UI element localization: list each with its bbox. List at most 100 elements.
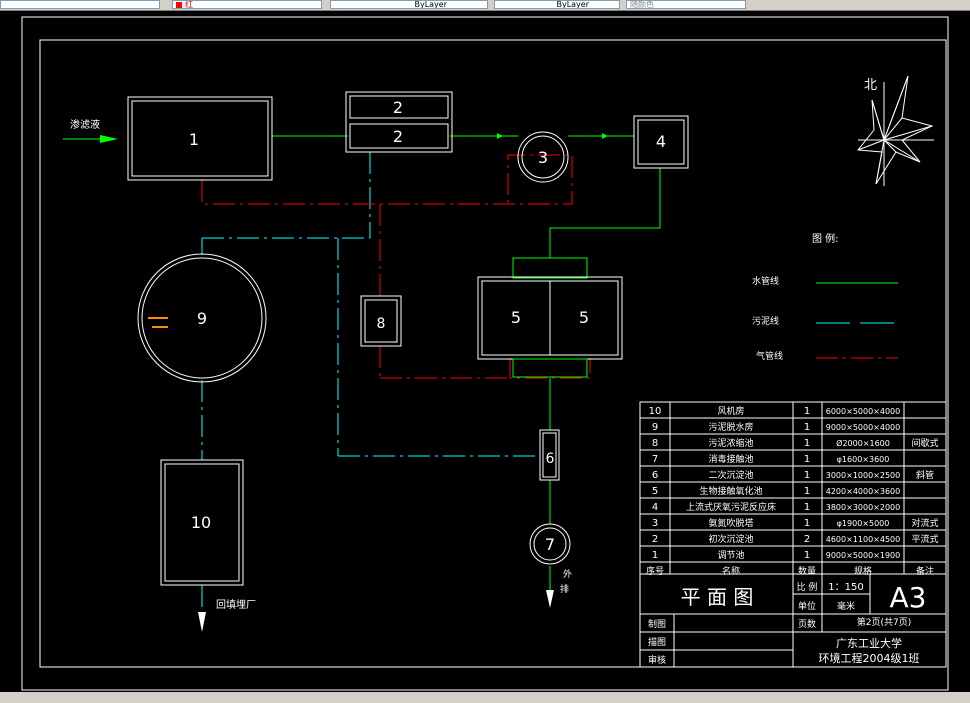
- linetype-control[interactable]: ByLayer: [330, 0, 488, 9]
- parts-cell-name: 初次沉淀池: [708, 533, 753, 545]
- parts-row: 4 上流式厌氧污泥反应床 1 3800×3000×2000: [640, 501, 946, 515]
- parts-cell-no: 8: [652, 438, 658, 449]
- parts-cell-qty: 1: [804, 454, 810, 465]
- unit-1[interactable]: 1: [127, 96, 273, 181]
- parts-cell-note: 斜管: [916, 469, 934, 481]
- parts-cell-qty: 1: [804, 486, 810, 497]
- parts-table: [639, 401, 947, 575]
- properties-toolbar: 红 ByLayer ByLayer 随颜色: [0, 0, 970, 11]
- unit-9-label: 10: [191, 513, 211, 532]
- unit-5a-label: 5: [511, 308, 521, 327]
- inner-frame: [39, 39, 947, 668]
- scale-label: 比 例: [797, 581, 818, 593]
- title-block: [639, 573, 947, 668]
- parts-cell-spec: Ø2000×1600: [836, 438, 890, 448]
- parts-cell-no: 3: [652, 518, 658, 529]
- parts-cell-spec: 4200×4000×3600: [826, 487, 900, 496]
- unit-value: 毫米: [837, 600, 855, 612]
- parts-cell-spec: 9000×5000×1900: [826, 551, 900, 560]
- parts-row: 9 污泥脱水房 1 9000×5000×4000: [640, 421, 946, 435]
- traced-label: 描图: [648, 636, 666, 648]
- sludge-pipes: [201, 152, 540, 612]
- unit-7[interactable]: 7: [529, 523, 571, 565]
- outlet-label-2: 排: [560, 583, 569, 595]
- unit-4-label: 4: [656, 132, 666, 151]
- parts-cell-spec: 3800×3000×2000: [826, 503, 900, 512]
- parts-header-name: 名称: [722, 565, 740, 577]
- air-pipes: [201, 154, 591, 379]
- unit-1-label: 1: [189, 130, 199, 149]
- parts-header: 序号 名称 数量 规格 备注: [646, 565, 934, 577]
- unit-2b-label: 2: [393, 127, 403, 146]
- parts-cell-name: 污泥浓缩池: [708, 437, 753, 449]
- legend-air: 气管线: [756, 350, 898, 362]
- parts-header-spec: 规格: [854, 565, 872, 577]
- parts-cell-no: 7: [652, 454, 658, 465]
- parts-cell-name: 污泥脱水房: [708, 421, 753, 433]
- parts-header-no: 序号: [646, 565, 664, 577]
- parts-cell-no: 6: [652, 470, 658, 481]
- lineweight-control[interactable]: ByLayer: [494, 0, 620, 9]
- color-control[interactable]: 红: [172, 0, 322, 9]
- parts-cell-qty: 1: [804, 470, 810, 481]
- parts-cell-name: 上流式厌氧污泥反应床: [686, 501, 776, 513]
- parts-cell-no: 4: [652, 502, 658, 513]
- compass-rose-icon: [857, 75, 934, 186]
- unit-3[interactable]: 3: [517, 131, 569, 183]
- parts-cell-spec: 3000×1000×2500: [826, 471, 900, 480]
- parts-cell-spec: 9000×5000×4000: [826, 423, 900, 432]
- unit-2a-label: 2: [393, 98, 403, 117]
- parts-header-note: 备注: [916, 565, 934, 577]
- legend-water-label: 水管线: [752, 275, 779, 287]
- north-label: 北: [864, 78, 877, 93]
- parts-cell-no: 9: [652, 422, 658, 433]
- org-line-2: 环境工程2004级1班: [819, 651, 920, 665]
- parts-cell-qty: 1: [804, 550, 810, 561]
- unit-10[interactable]: 8: [360, 295, 402, 347]
- parts-cell-note: 对流式: [911, 517, 938, 529]
- parts-cell-no: 2: [652, 534, 658, 545]
- linetype-control-value: ByLayer: [414, 0, 447, 9]
- unit-8[interactable]: 9: [137, 253, 267, 383]
- unit-2[interactable]: 2 2: [345, 91, 453, 153]
- parts-cell-qty: 1: [804, 502, 810, 513]
- parts-cell-name: 氨氮吹脱塔: [708, 517, 753, 529]
- unit-8-label: 9: [197, 309, 207, 328]
- unit-9[interactable]: 10: [160, 459, 244, 586]
- parts-header-qty: 数量: [798, 565, 816, 577]
- unit-3-label: 3: [538, 148, 548, 167]
- unit-10-label: 8: [377, 316, 386, 332]
- water-arrows: [497, 133, 608, 139]
- plotstyle-control-value: 随颜色: [630, 0, 654, 9]
- drawn-label: 制图: [648, 618, 666, 630]
- outlet-arrow-icon: [546, 590, 554, 608]
- parts-cell-spec: 6000×5000×4000: [826, 407, 900, 416]
- unit-5[interactable]: 5 5: [477, 257, 623, 378]
- parts-cell-qty: 1: [804, 518, 810, 529]
- unit-5b-label: 5: [579, 308, 589, 327]
- unit-4[interactable]: 4: [633, 115, 689, 169]
- pages-label: 页数: [798, 618, 816, 630]
- parts-cell-qty: 2: [804, 534, 810, 545]
- legend-sludge-label: 污泥线: [752, 315, 779, 327]
- parts-cell-qty: 1: [804, 422, 810, 433]
- parts-cell-note: 平流式: [911, 533, 938, 545]
- plotstyle-control[interactable]: 随颜色: [626, 0, 746, 9]
- inflow-label: 渗滤液: [70, 118, 100, 131]
- sheet-size: A3: [890, 581, 927, 614]
- unit-6[interactable]: 6: [539, 429, 560, 481]
- legend-sludge: 污泥线: [752, 315, 898, 327]
- unit-label: 单位: [798, 600, 816, 612]
- layer-control[interactable]: [0, 0, 160, 9]
- water-pipes: [272, 135, 661, 590]
- landfill-label: 回填埋厂: [216, 598, 256, 611]
- unit-6-label: 6: [546, 451, 555, 467]
- drawing-canvas[interactable]: 1 2 2 3 4 5 5 6 7 外 排: [0, 10, 970, 692]
